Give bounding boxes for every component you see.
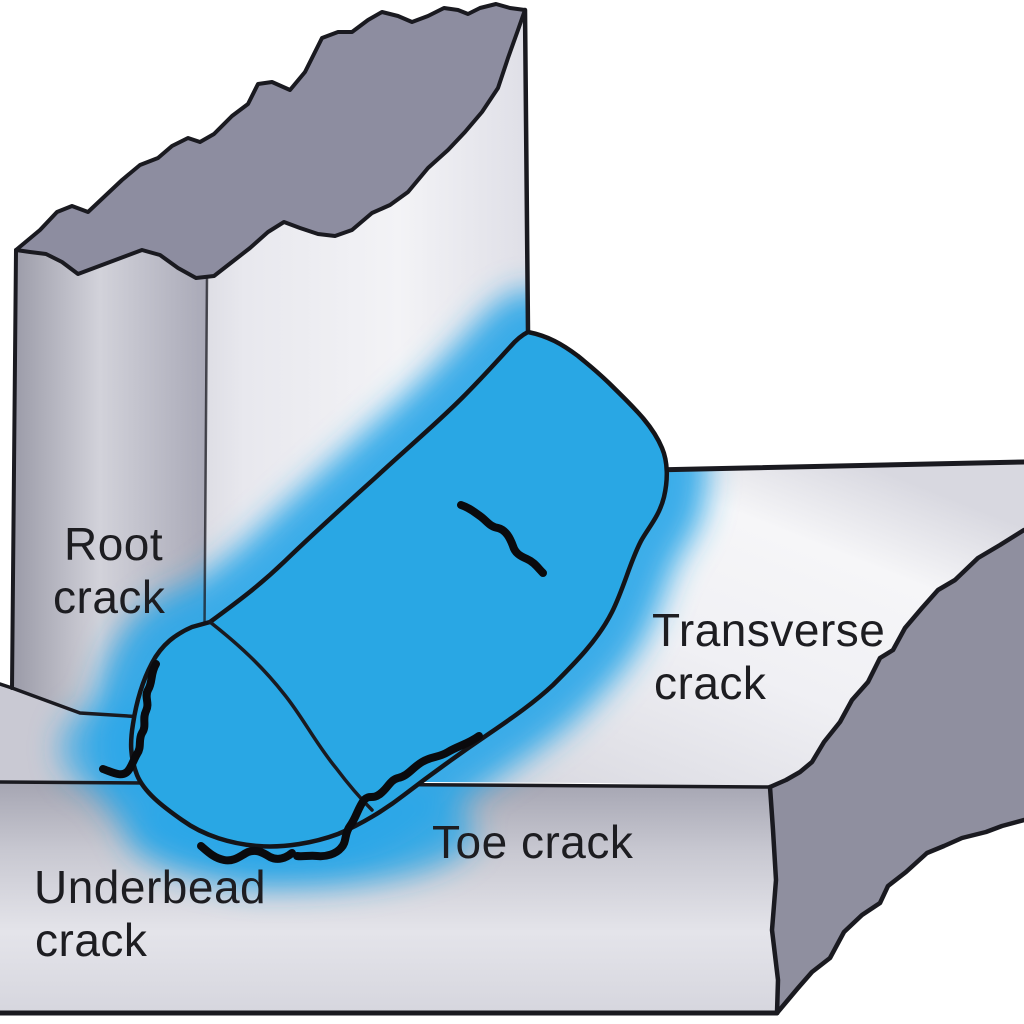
vertical-plate-torn-top-surface — [14, 2, 527, 280]
toe-crack-squiggle — [293, 732, 483, 861]
vertical-plate-right-cut-edge — [522, 7, 531, 335]
label-underbead-crack-line1: Underbead — [34, 861, 266, 913]
label-root-crack-line1: Root — [64, 518, 163, 570]
label-transverse-crack: Transverse crack — [652, 604, 885, 709]
bottom-plate-back-edge — [649, 459, 1024, 473]
broken-edge-top-jagged-line — [767, 527, 1024, 790]
label-underbead-crack: Underbead crack — [34, 861, 266, 966]
broken-edge-corner-line — [767, 784, 781, 1016]
label-underbead-crack-line2: crack — [35, 914, 148, 966]
weld-bead — [128, 329, 669, 849]
label-toe-crack: Toe crack — [432, 816, 634, 868]
label-transverse-crack-line2: crack — [654, 657, 767, 709]
bottom-plate-broken-edge-face — [770, 530, 1024, 1013]
broken-edge-outer-jagged-line — [774, 817, 1024, 1016]
weld-bead-end-face-line — [208, 620, 374, 812]
bottom-plate-left-step-edge — [0, 682, 145, 719]
label-root-crack: Root crack — [53, 518, 166, 623]
transverse-crack-squiggle — [457, 501, 547, 577]
label-toe-crack-line1: Toe crack — [432, 816, 634, 868]
vertical-plate-left-edge — [10, 248, 18, 690]
underbead-crack-squiggle — [197, 842, 296, 865]
root-crack-squiggle — [99, 660, 160, 779]
label-transverse-crack-line1: Transverse — [652, 604, 885, 656]
label-root-crack-line2: crack — [53, 571, 166, 623]
